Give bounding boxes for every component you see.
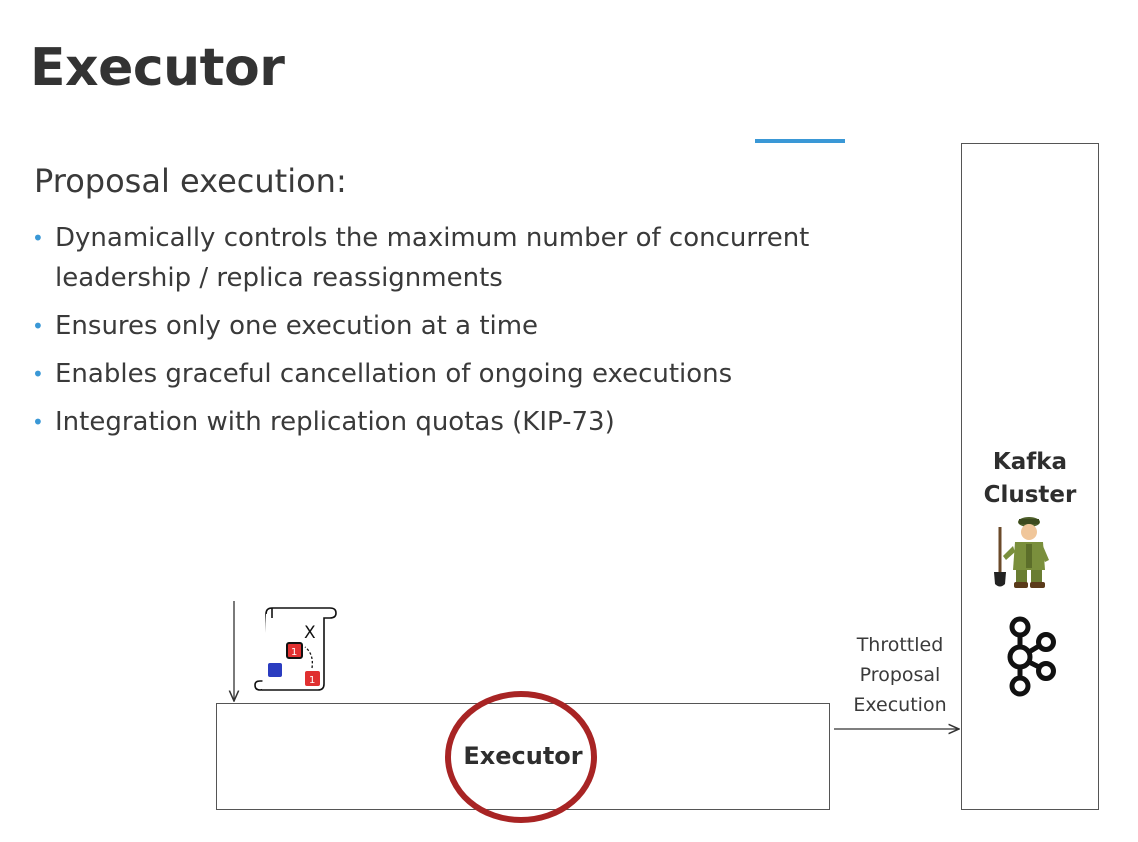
bullet-dot-icon: • — [32, 410, 44, 434]
bullet-item: • Integration with replication quotas (K… — [32, 402, 892, 442]
executor-highlight-circle — [445, 691, 597, 823]
soldier-with-shovel-icon — [994, 517, 1049, 588]
slide-title: Executor — [30, 38, 285, 98]
throttled-label-line1: Throttled — [856, 634, 944, 656]
bullet-text: Enables graceful cancellation of ongoing… — [55, 359, 733, 389]
kafka-logo-icon — [1007, 616, 1056, 697]
executor-label: Executor — [463, 742, 583, 770]
bullet-item: • Ensures only one execution at a time — [32, 306, 892, 346]
bullet-text: Integration with replication quotas (KIP… — [55, 407, 615, 437]
bullet-text: Ensures only one execution at a time — [55, 311, 539, 341]
bullet-item: • Dynamically controls the maximum numbe… — [32, 218, 892, 298]
kafka-cluster-label-line1: Kafka — [992, 449, 1068, 475]
bullet-item: • Enables graceful cancellation of ongoi… — [32, 354, 892, 394]
throttled-execution-label: Throttled Proposal Execution — [836, 630, 964, 720]
bullet-dot-icon: • — [32, 362, 44, 386]
kafka-cluster-label: Kafka Cluster — [962, 446, 1098, 512]
throttled-label-line2: Proposal — [859, 664, 941, 686]
replica-blue-icon — [268, 663, 282, 677]
bullet-text: Dynamically controls the maximum number … — [55, 223, 810, 293]
kafka-cluster-box — [961, 143, 1099, 810]
replica-old-icon — [286, 642, 303, 659]
bullet-dot-icon: • — [32, 314, 44, 338]
bullet-list: • Dynamically controls the maximum numbe… — [32, 218, 892, 450]
replica-new-icon — [305, 671, 320, 686]
throttled-label-line3: Execution — [853, 694, 947, 716]
executor-box — [216, 703, 830, 810]
proposal-mark: X — [304, 623, 316, 643]
bullet-dot-icon: • — [32, 226, 44, 250]
replica-old-number: 1 — [291, 647, 297, 658]
accent-line — [755, 139, 845, 143]
kafka-cluster-label-line2: Cluster — [983, 482, 1077, 508]
replica-new-number: 1 — [309, 675, 315, 686]
section-heading: Proposal execution: — [34, 162, 347, 200]
proposal-scroll-icon: X 1 1 — [254, 607, 337, 691]
